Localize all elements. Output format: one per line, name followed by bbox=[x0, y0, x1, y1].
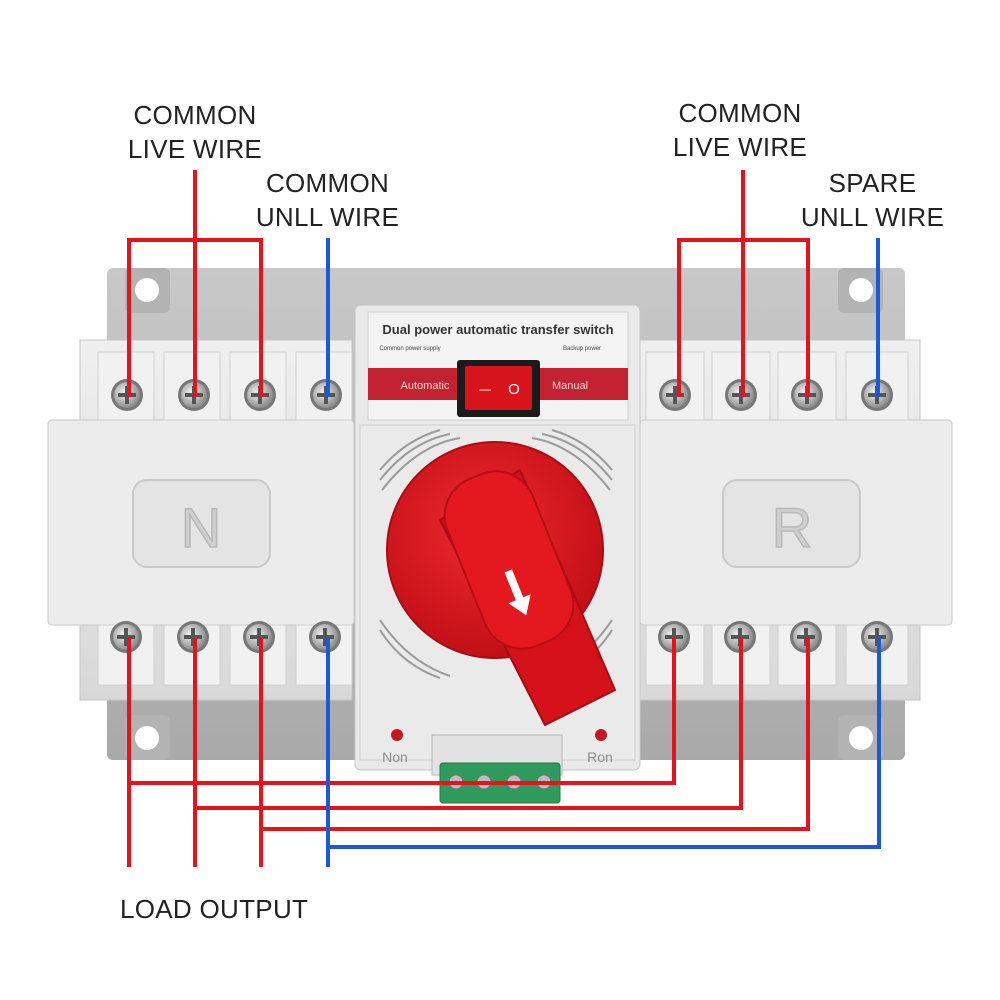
label-left-live-wire: COMMON LIVE WIRE bbox=[110, 98, 280, 166]
center-controller: Dual power automatic transfer switch Com… bbox=[354, 304, 641, 804]
label-load-output: LOAD OUTPUT bbox=[120, 894, 309, 924]
label-left-null-line1: COMMON bbox=[265, 168, 390, 198]
wire-load-live bbox=[127, 638, 810, 867]
label-left-live-line1: COMMON bbox=[133, 100, 257, 130]
device-title: Dual power automatic transfer switch bbox=[382, 322, 613, 337]
mode-automatic-label: Automatic bbox=[401, 380, 450, 392]
label-right-live-line2: LIVE WIRE bbox=[672, 132, 808, 162]
indicator-ron-label: Ron bbox=[587, 749, 613, 765]
wire-right-live-top bbox=[677, 170, 810, 397]
module-left-letter: N bbox=[181, 496, 221, 559]
mode-manual-label: Manual bbox=[552, 380, 588, 392]
label-right-null-line1: SPARE bbox=[828, 168, 917, 198]
label-right-null-line2: UNLL WIRE bbox=[800, 202, 945, 232]
rocker-on-mark: O bbox=[508, 381, 520, 398]
wiring-overlay bbox=[127, 170, 881, 867]
rocker-off-mark: — bbox=[479, 382, 491, 396]
screw-terminal-icon bbox=[309, 621, 341, 653]
label-left-null-wire: COMMON UNLL WIRE bbox=[245, 166, 410, 234]
screw-terminal-icon bbox=[659, 379, 691, 411]
common-supply-label: Common power supply bbox=[379, 346, 440, 352]
label-left-null-line2: UNLL WIRE bbox=[255, 202, 400, 232]
module-right-letter: R bbox=[772, 496, 812, 559]
label-right-live-line1: COMMON bbox=[678, 98, 802, 128]
label-right-live-wire: COMMON LIVE WIRE bbox=[655, 96, 825, 164]
backup-supply-label: Backup power bbox=[563, 346, 601, 352]
arrow-down-right-icon bbox=[504, 569, 531, 616]
screw-terminal-icon bbox=[110, 621, 142, 653]
rotary-handle[interactable] bbox=[386, 441, 616, 726]
label-right-null-wire: SPARE UNLL WIRE bbox=[790, 166, 955, 234]
wire-left-live-top bbox=[127, 170, 263, 397]
indicator-non-label: Non bbox=[382, 749, 408, 765]
label-left-live-line2: LIVE WIRE bbox=[127, 134, 263, 164]
wire-load-null bbox=[326, 638, 881, 867]
